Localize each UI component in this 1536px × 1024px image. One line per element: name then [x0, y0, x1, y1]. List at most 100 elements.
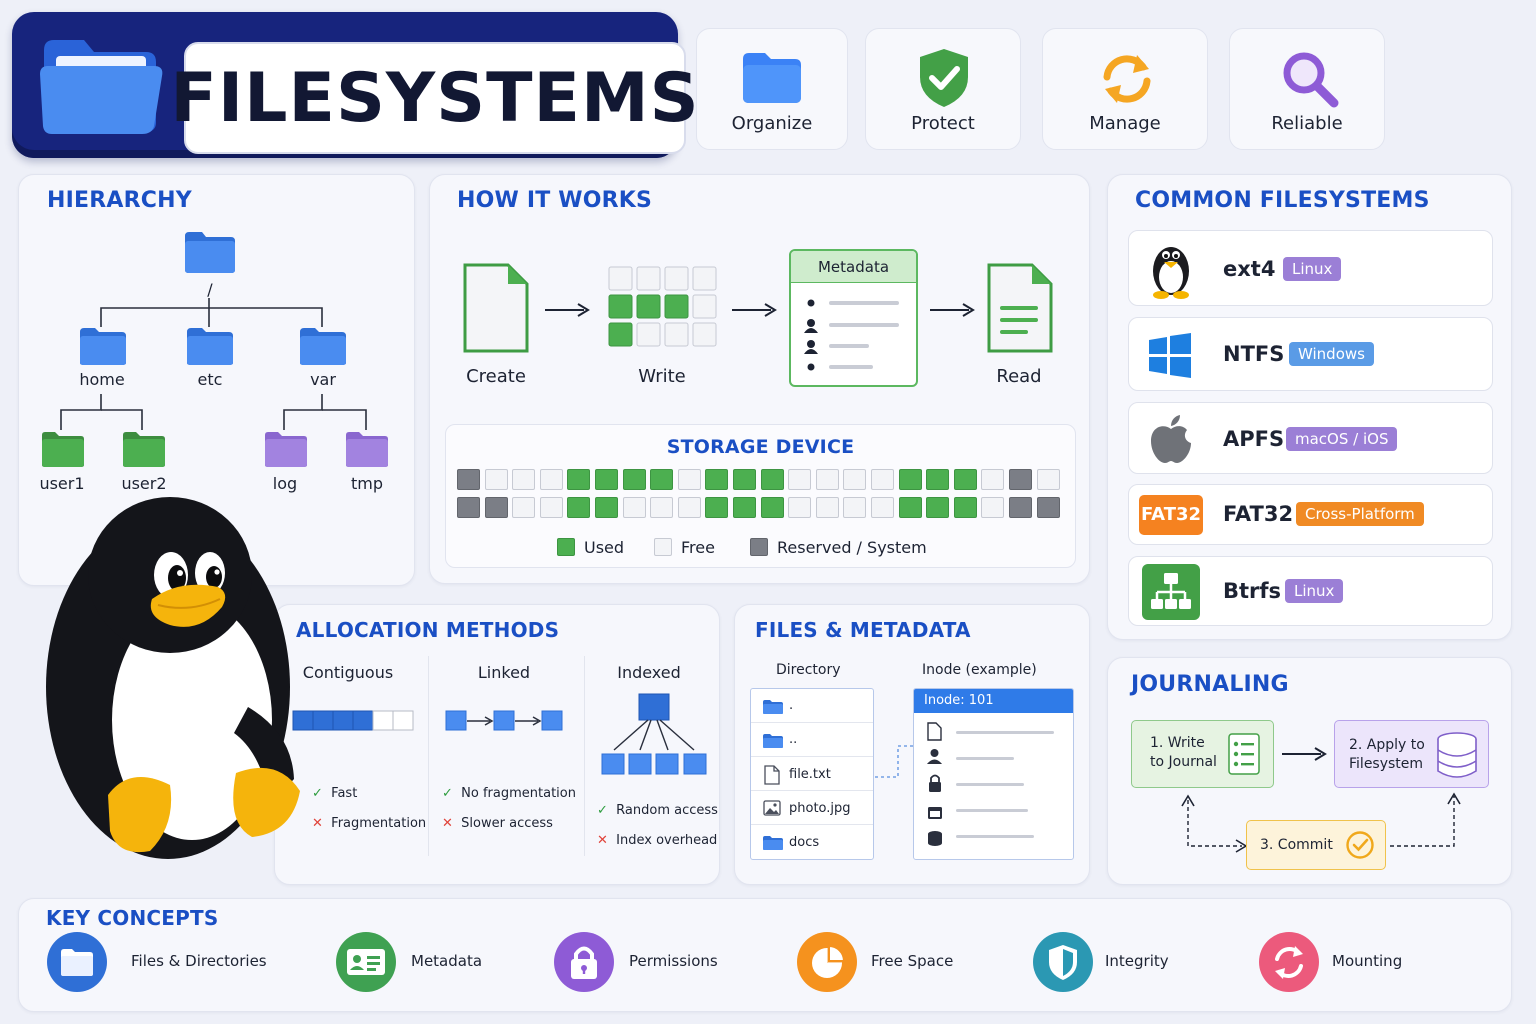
new-file-icon — [463, 263, 529, 353]
fs-badge: Cross-Platform — [1296, 502, 1424, 526]
divider — [584, 656, 585, 856]
inode-example-label: Inode (example) — [922, 662, 1037, 678]
home-label: home — [79, 370, 125, 389]
reserved-block — [457, 469, 480, 490]
free-block — [484, 469, 508, 490]
con-item: ✕ Index overhead — [597, 833, 718, 848]
log-label: log — [272, 474, 298, 493]
free-block — [677, 469, 701, 490]
free-block — [871, 469, 894, 490]
inode-fields — [927, 722, 1054, 846]
user2-label: user2 — [121, 474, 167, 493]
step-create-label: Create — [466, 366, 526, 387]
feature-organize: Organize — [696, 28, 848, 150]
con-item: ✕ Slower access — [442, 816, 553, 831]
common-filesystems-title: COMMON FILESYSTEMS — [1135, 188, 1430, 213]
key-concept-label: Metadata — [411, 952, 483, 970]
journaling-title: JOURNALING — [1131, 672, 1289, 697]
var-label: var — [310, 370, 336, 389]
fs-name: ext4 — [1223, 257, 1276, 281]
metadata-card: Metadata — [789, 249, 918, 387]
fs-row-apfs: APFS macOS / iOS — [1128, 402, 1493, 474]
legend-reserved-swatch — [750, 538, 768, 556]
used-block — [705, 469, 729, 490]
penguin-icon — [1153, 247, 1189, 299]
tmp-folder-icon — [346, 432, 388, 467]
method-indexed-label: Indexed — [617, 663, 681, 682]
fs-badge: Windows — [1289, 342, 1374, 366]
dir-entry: photo.jpg — [751, 791, 873, 825]
user2-folder-icon — [123, 432, 165, 467]
check-icon: ✓ — [597, 803, 608, 818]
free-block — [815, 497, 839, 518]
write-blocks-icon — [608, 266, 717, 347]
used-block — [567, 497, 591, 518]
user1-folder-icon — [42, 432, 84, 467]
step-read-label: Read — [996, 366, 1042, 387]
used-block — [705, 497, 729, 518]
fs-badge: Linux — [1283, 257, 1342, 281]
feature-manage: Manage — [1042, 28, 1208, 150]
used-block — [733, 469, 756, 490]
folder-icon — [743, 53, 801, 103]
shield-icon — [1033, 932, 1093, 992]
fs-name: FAT32 — [1223, 502, 1294, 526]
fs-badge: macOS / iOS — [1286, 427, 1398, 451]
key-concept-label: Integrity — [1105, 952, 1169, 970]
used-block — [898, 469, 922, 490]
free-block — [650, 497, 674, 518]
inode-header: Inode: 101 — [914, 689, 1073, 713]
free-block — [981, 469, 1005, 490]
journal-step-commit: 3. Commit — [1246, 820, 1386, 870]
checklist-icon — [1228, 733, 1260, 775]
metadata-header: Metadata — [791, 251, 916, 283]
folder-icon — [763, 700, 783, 714]
free-block — [539, 469, 563, 490]
page-title: FILESYSTEMS — [170, 58, 700, 138]
directory-label: Directory — [776, 662, 841, 678]
free-block — [512, 497, 536, 518]
journal-step-line: 3. Commit — [1260, 837, 1333, 853]
feature-label: Organize — [731, 113, 813, 134]
free-block — [512, 469, 536, 490]
fs-row-ext4: ext4 Linux — [1128, 230, 1493, 306]
free-block — [981, 497, 1005, 518]
dir-entry: . — [751, 689, 873, 723]
id-card-icon — [336, 932, 396, 992]
method-linked-label: Linked — [477, 663, 531, 682]
check-icon: ✓ — [312, 786, 323, 801]
pro-item: ✓ Random access — [597, 803, 718, 818]
used-block — [733, 497, 756, 518]
user1-label: user1 — [39, 474, 85, 493]
reserved-block — [1009, 469, 1032, 490]
fs-badge: Linux — [1285, 579, 1344, 603]
key-concept-label: Permissions — [629, 952, 718, 970]
log-folder-icon — [265, 432, 307, 467]
journal-step-line: Filesystem — [1349, 756, 1424, 772]
arrow-right-icon — [930, 303, 975, 317]
folder-icon — [47, 932, 107, 992]
apple-logo-icon — [1151, 415, 1191, 463]
windows-logo-icon — [1149, 333, 1191, 378]
hierarchy-title: HIERARCHY — [47, 188, 192, 213]
feature-label: Manage — [1089, 113, 1161, 134]
used-block — [953, 497, 977, 518]
journal-step-apply: 2. Apply to Filesystem — [1334, 720, 1489, 788]
folder-icon — [40, 40, 163, 134]
free-block — [788, 497, 812, 518]
root-folder-icon — [185, 232, 235, 273]
pro-item: ✓ No fragmentation — [442, 786, 576, 801]
indexed-blocks-icon — [601, 693, 707, 775]
legend-used-swatch — [557, 538, 575, 556]
key-concepts-title: KEY CONCEPTS — [46, 906, 219, 930]
title-plate: FILESYSTEMS — [170, 42, 700, 154]
cross-icon: ✕ — [597, 833, 608, 848]
check-icon: ✓ — [442, 786, 453, 801]
key-concept-label: Mounting — [1332, 952, 1403, 970]
tree-network-icon — [1142, 564, 1200, 620]
fs-row-ntfs: NTFS Windows — [1128, 317, 1493, 391]
used-block — [650, 469, 674, 490]
journal-step-line: 1. Write — [1150, 735, 1205, 751]
used-block — [926, 497, 950, 518]
used-block — [760, 497, 784, 518]
